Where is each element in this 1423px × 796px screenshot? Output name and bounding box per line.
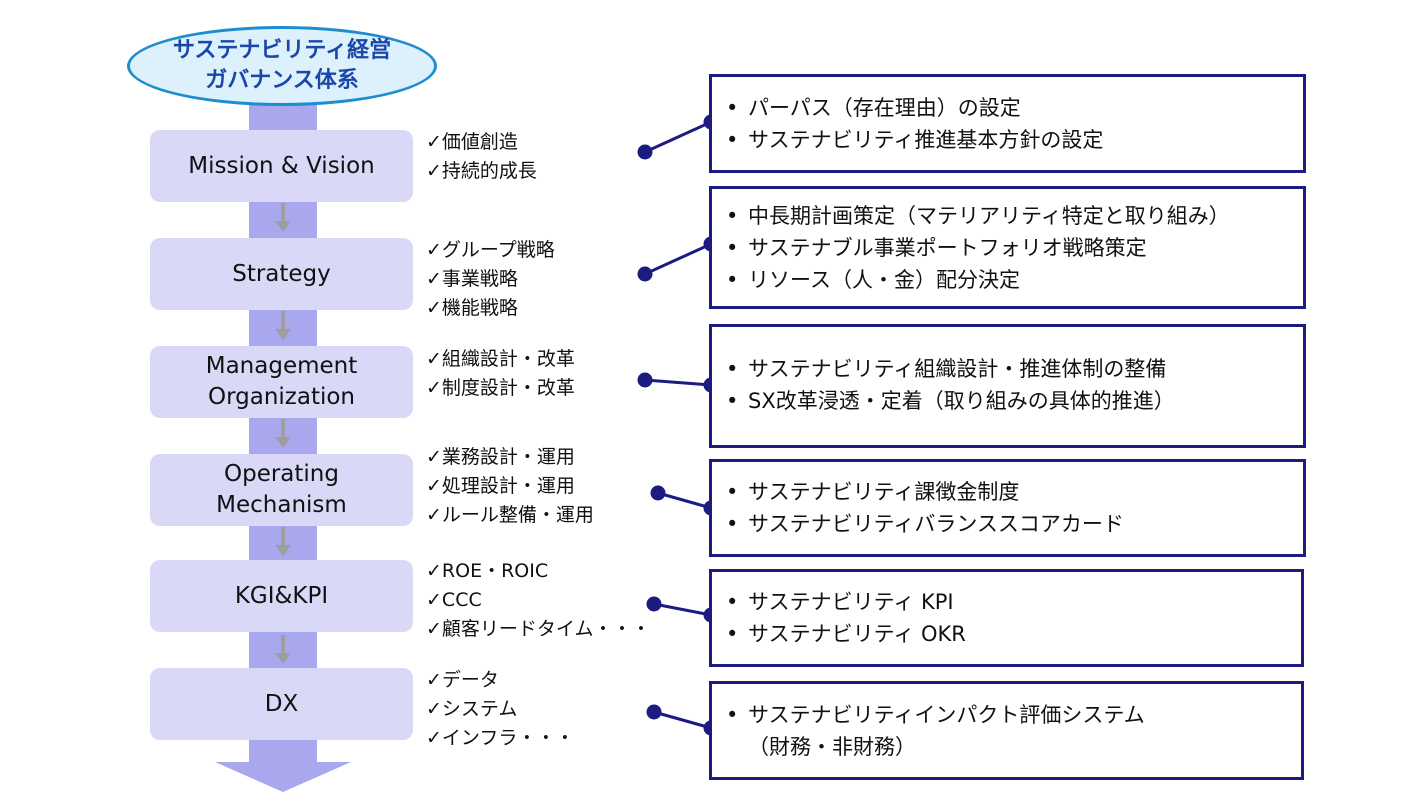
connector-line [653, 602, 712, 617]
connector-line [644, 242, 712, 276]
bullet-item: サステナビリティ OKR [722, 618, 1291, 650]
down-arrow-icon [275, 203, 291, 232]
connector-dot [646, 704, 662, 720]
stage-operating-mechanism: Operating Mechanism [150, 454, 413, 526]
stage-mission-vision: Mission & Vision [150, 130, 413, 202]
check-item: 顧客リードタイム・・・ [426, 615, 651, 644]
bullet-item: サステナビリティ推進基本方針の設定 [722, 124, 1293, 156]
check-item: 制度設計・改革 [426, 374, 575, 403]
down-arrow-icon [275, 527, 291, 556]
check-item: 価値創造 [426, 128, 537, 157]
connector-dot [637, 144, 653, 160]
check-item: データ [426, 666, 574, 695]
bullet-item: サステナビリティ KPI [722, 586, 1291, 618]
checklist-strategy: グループ戦略 事業戦略 機能戦略 [426, 236, 555, 323]
detail-box-dx: サステナビリティインパクト評価システム （財務・非財務） [709, 681, 1304, 780]
bullet-item: 中長期計画策定（マテリアリティ特定と取り組み） [722, 200, 1293, 232]
bullet-item: パーパス（存在理由）の設定 [722, 92, 1293, 124]
stage-label: Mission & Vision [188, 152, 375, 179]
stage-label: DX [264, 690, 299, 717]
check-item: CCC [426, 586, 651, 615]
detail-box-mission-vision: パーパス（存在理由）の設定 サステナビリティ推進基本方針の設定 [709, 74, 1306, 173]
connector-dot [637, 266, 653, 282]
check-item: ルール整備・運用 [426, 501, 594, 530]
bullet-item: サステナビリティ課徴金制度 [722, 476, 1293, 508]
bullet-item: サステナビリティインパクト評価システム [722, 699, 1291, 731]
stage-label: Operating [224, 461, 339, 487]
check-item: グループ戦略 [426, 236, 555, 265]
stage-dx: DX [150, 668, 413, 740]
checklist-mission-vision: 価値創造 持続的成長 [426, 128, 537, 186]
detail-box-strategy: 中長期計画策定（マテリアリティ特定と取り組み） サステナブル事業ポートフォリオ戦… [709, 186, 1306, 309]
check-item: 業務設計・運用 [426, 443, 594, 472]
checklist-operating-mechanism: 業務設計・運用 処理設計・運用 ルール整備・運用 [426, 443, 594, 530]
check-item: システム [426, 695, 574, 724]
title-line-2: ガバナンス体系 [205, 68, 359, 93]
connector-dot [650, 485, 666, 501]
stage-kgi-kpi: KGI&KPI [150, 560, 413, 632]
check-item: 持続的成長 [426, 157, 537, 186]
checklist-dx: データ システム インフラ・・・ [426, 666, 574, 753]
checklist-management-organization: 組織設計・改革 制度設計・改革 [426, 345, 575, 403]
stage-management-organization: Management Organization [150, 346, 413, 418]
bullet-item: SX改革浸透・定着（取り組みの具体的推進） [722, 385, 1293, 417]
stage-strategy: Strategy [150, 238, 413, 310]
check-item: 組織設計・改革 [426, 345, 575, 374]
check-item: 処理設計・運用 [426, 472, 594, 501]
down-arrow-icon [275, 419, 291, 448]
detail-box-operating-mechanism: サステナビリティ課徴金制度 サステナビリティバランススコアカード [709, 459, 1306, 557]
stage-label: Mechanism [216, 492, 347, 518]
connector-dot [637, 372, 653, 388]
bullet-item: サステナビリティバランススコアカード [722, 508, 1293, 540]
connector-line [644, 120, 712, 154]
flow-arrow-head [215, 762, 351, 792]
detail-box-management-organization: サステナビリティ組織設計・推進体制の整備 SX改革浸透・定着（取り組みの具体的推… [709, 324, 1306, 448]
connector-line [653, 710, 712, 730]
checklist-kgi-kpi: ROE・ROIC CCC 顧客リードタイム・・・ [426, 557, 651, 644]
down-arrow-icon [275, 311, 291, 340]
bullet-item: リソース（人・金）配分決定 [722, 264, 1293, 296]
stage-label: KGI&KPI [234, 582, 329, 609]
check-item: 事業戦略 [426, 265, 555, 294]
connector-dot [646, 596, 662, 612]
detail-box-kgi-kpi: サステナビリティ KPI サステナビリティ OKR [709, 569, 1304, 667]
down-arrow-icon [275, 635, 291, 664]
bullet-item: サステナブル事業ポートフォリオ戦略策定 [722, 232, 1293, 264]
check-item: 機能戦略 [426, 294, 555, 323]
title-line-1: サステナビリティ経営 [172, 38, 392, 63]
bullet-continuation: （財務・非財務） [748, 734, 916, 759]
stage-label: Management [205, 353, 358, 379]
stage-label: Strategy [232, 260, 331, 287]
stage-label: Organization [207, 384, 356, 410]
title-ellipse: サステナビリティ経営 ガバナンス体系 [127, 26, 437, 106]
bullet-item: サステナビリティ組織設計・推進体制の整備 [722, 353, 1293, 385]
check-item: ROE・ROIC [426, 557, 651, 586]
connector-line [657, 491, 712, 510]
connector-line [644, 378, 712, 387]
check-item: インフラ・・・ [426, 724, 574, 753]
